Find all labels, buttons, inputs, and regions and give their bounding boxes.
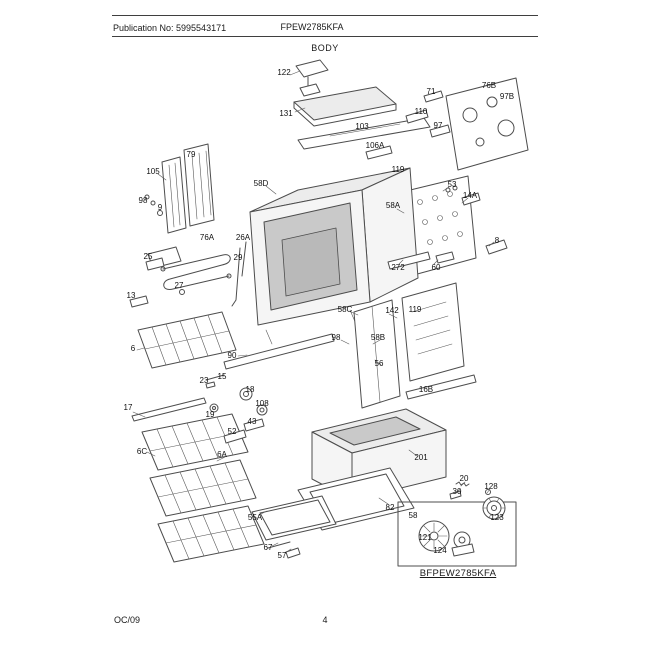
broil-element — [129, 241, 247, 308]
oven-cavity — [249, 167, 419, 345]
leader-lines — [132, 70, 495, 554]
header-top-rule — [112, 15, 538, 16]
model-number: FPEW2785KFA — [280, 22, 344, 32]
date-code: OC/09 — [114, 615, 141, 625]
right-side-panel — [445, 77, 529, 171]
left-side-panels — [144, 143, 215, 234]
rack-supports-rollers — [205, 333, 335, 444]
lower-panels — [353, 251, 477, 409]
publication-number: Publication No: 5995543171 — [113, 23, 227, 33]
convection-fan-assembly — [397, 481, 517, 567]
bottom-pan-parts — [251, 467, 415, 559]
diagram-id-label: BFPEW2785KFA — [419, 568, 497, 579]
header-bottom-rule — [112, 36, 538, 37]
section-title: BODY — [311, 43, 339, 53]
top-vent-parts — [293, 59, 451, 183]
oven-racks — [131, 311, 265, 563]
page-number: 4 — [322, 615, 328, 625]
